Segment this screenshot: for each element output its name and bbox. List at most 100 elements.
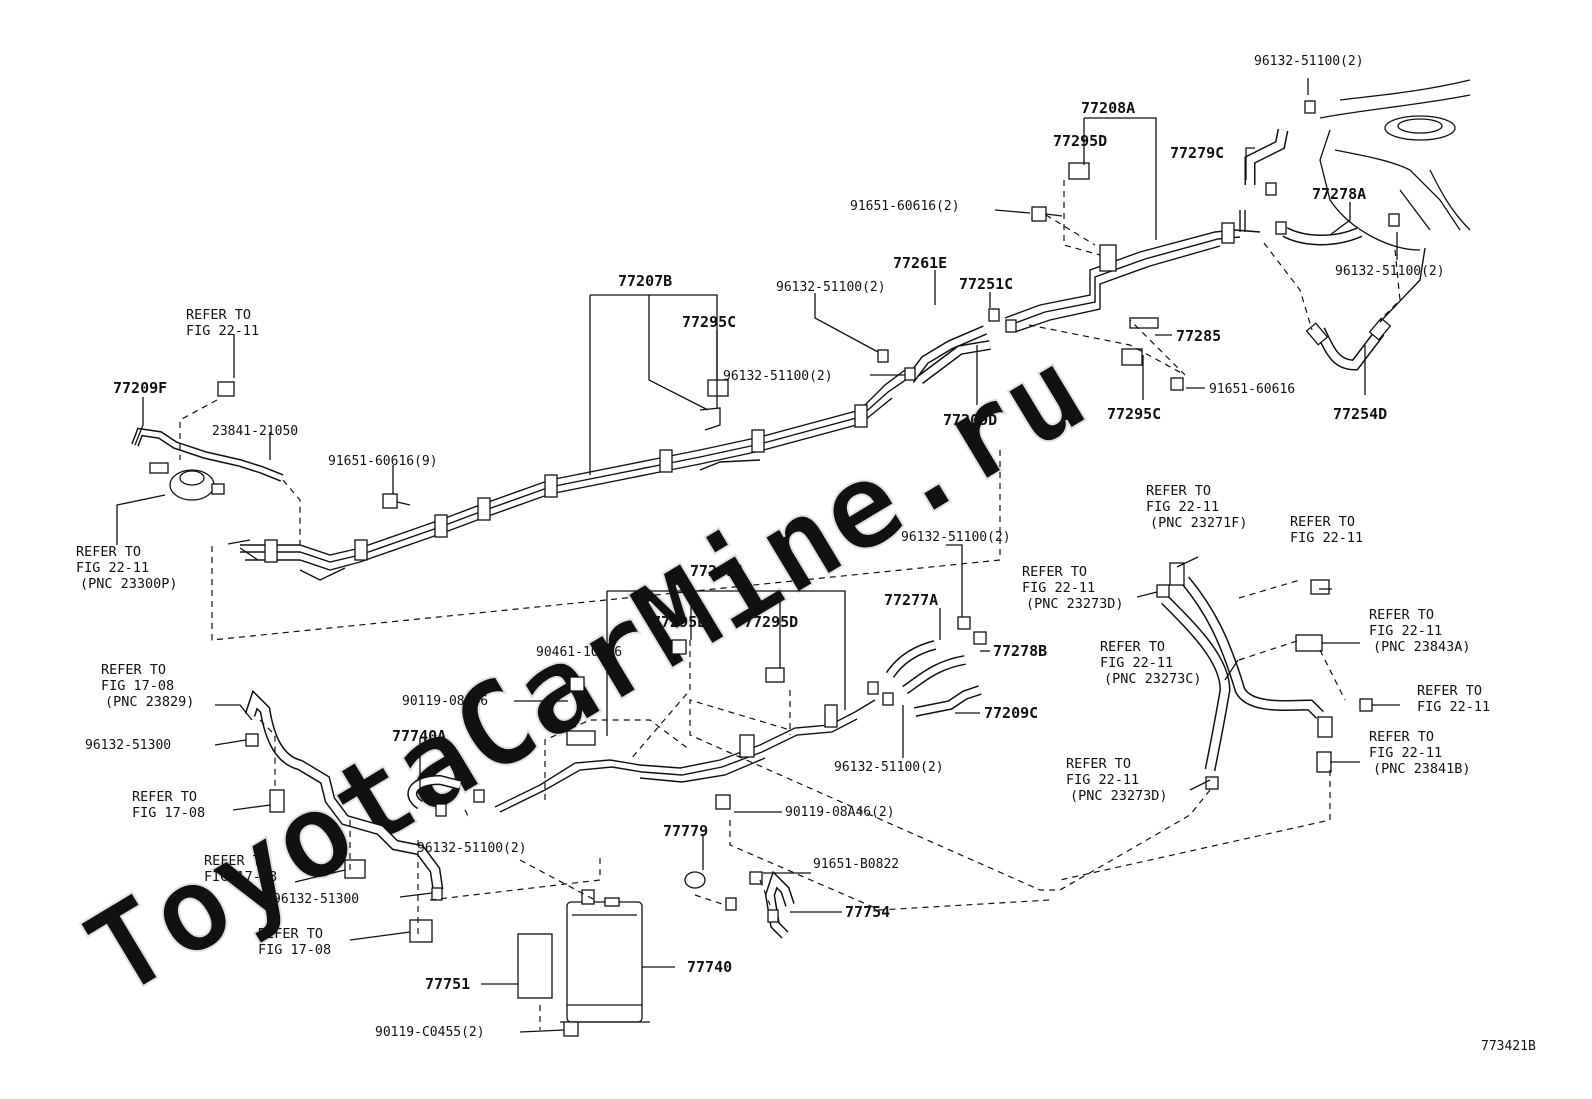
fuel-tank <box>1319 79 1471 251</box>
label-77295C-right: 77295C <box>1107 405 1161 423</box>
label-96132-51100-ctr: 96132-51100(2) <box>901 530 1011 545</box>
clip-77295D-icon <box>765 667 785 683</box>
label-77261E: 77261E <box>893 254 947 272</box>
clip-icon <box>1304 100 1316 114</box>
refer-labels: REFER TO FIG 22-11 REFER TO FIG 22-11 (P… <box>76 307 1490 958</box>
bolt-icon <box>1031 206 1047 222</box>
label-77207B: 77207B <box>618 272 672 290</box>
label-91651-B0822: 91651-B0822 <box>813 857 899 872</box>
label-96132-51100-mid2: 96132-51100(2) <box>723 369 833 384</box>
ref-fig2211-right-b: REFER TO FIG 22-11 <box>1417 683 1490 715</box>
clip-77295C-icon <box>707 379 729 397</box>
ref-fig1708-pnc23829: REFER TO FIG 17-08 (PNC 23829) <box>101 662 194 710</box>
label-96132-51100-right: 96132-51100(2) <box>1335 264 1445 279</box>
ref-fig2211-pnc23271F: REFER TO FIG 22-11 (PNC 23271F) <box>1146 483 1248 531</box>
clamp-icon <box>264 539 278 563</box>
clip-77295C-icon <box>1121 348 1143 366</box>
label-77295D-top: 77295D <box>1053 132 1107 150</box>
label-23841-21050: 23841-21050 <box>212 424 298 439</box>
label-77295E: 77295E <box>652 613 706 631</box>
ref-fig2211-pnc23273D-b: REFER TO FIG 22-11 (PNC 23273D) <box>1066 756 1168 804</box>
bolt-icon <box>382 493 398 509</box>
label-90119-08A46-2: 90119-08A46(2) <box>785 805 895 820</box>
tube-77205A <box>494 639 876 813</box>
clamp-icon <box>354 539 368 561</box>
bolt-icon <box>217 381 235 397</box>
ref-fig2211-top: REFER TO FIG 22-11 <box>186 307 259 339</box>
bracket-77751-icon <box>517 933 553 999</box>
clip-icon <box>877 349 889 363</box>
clamp-icon <box>1099 244 1117 272</box>
left-upper-assembly <box>131 381 411 561</box>
clamp-icon <box>1221 222 1235 244</box>
small-parts-upper <box>699 100 1400 431</box>
label-77279C: 77279C <box>1170 144 1224 162</box>
ref-fig2211-pnc23843A: REFER TO FIG 22-11 (PNC 23843A) <box>1369 607 1471 655</box>
tube-clamps <box>264 222 1235 563</box>
bolt-icon <box>569 676 585 692</box>
label-77205A: 77205A <box>690 562 744 580</box>
clamp-icon <box>544 474 558 498</box>
clip-icon <box>904 367 916 381</box>
label-77295D-low: 77295D <box>744 613 798 631</box>
label-77251C: 77251C <box>959 275 1013 293</box>
label-77278A: 77278A <box>1312 185 1366 203</box>
label-90461-10616: 90461-10616 <box>536 645 622 660</box>
label-96132-51300-b: 96132-51300 <box>273 892 359 907</box>
leader-lines <box>116 78 1400 1033</box>
label-77295C-left: 77295C <box>682 313 736 331</box>
clip-icon <box>1388 213 1400 227</box>
ref-fig2211-pnc23300P: REFER TO FIG 22-11 (PNC 23300P) <box>76 544 178 592</box>
ref-fig1708-c: REFER TO FIG 17-08 <box>258 926 331 958</box>
hose-left-lower <box>244 689 444 943</box>
label-96132-51300-a: 96132-51300 <box>85 738 171 753</box>
part-labels: 77208A 77295D 77279C 96132-51100(2) 7727… <box>85 54 1536 1054</box>
bolt-icon <box>715 794 731 810</box>
ref-fig1708-a: REFER TO FIG 17-08 <box>132 789 205 821</box>
label-77751: 77751 <box>425 975 470 993</box>
bolt-icon <box>749 871 763 885</box>
label-77754: 77754 <box>845 903 890 921</box>
clip-77295D-icon <box>1068 162 1090 180</box>
label-96132-51100-topright: 96132-51100(2) <box>1254 54 1364 69</box>
label-77740A: 77740A <box>392 727 446 745</box>
ref-fig1708-b: REFER TO FIG 17-08 <box>204 853 277 885</box>
label-96132-51100-bot: 96132-51100(2) <box>417 841 527 856</box>
dashed-leaders <box>179 180 1401 1030</box>
clip-icon <box>1265 182 1277 196</box>
clip-icon <box>988 308 1000 322</box>
ref-fig2211-pnc23273C: REFER TO FIG 22-11 (PNC 23273C) <box>1100 639 1202 687</box>
label-77277A: 77277A <box>884 591 938 609</box>
ref-fig2211-pnc23273D-a: REFER TO FIG 22-11 (PNC 23273D) <box>1022 564 1124 612</box>
clip-icon <box>1275 221 1287 235</box>
bolt-icon <box>563 1021 579 1037</box>
canister-77740-icon <box>566 901 643 1023</box>
hoses-upper <box>877 128 1426 384</box>
label-77208A: 77208A <box>1081 99 1135 117</box>
label-77209D: 77209D <box>943 411 997 429</box>
ref-fig2211-right-a: REFER TO FIG 22-11 <box>1290 514 1363 546</box>
label-77254D: 77254D <box>1333 405 1387 423</box>
label-91651-60616-9: 91651-60616(9) <box>328 454 438 469</box>
clip-icon <box>1005 319 1017 333</box>
clamp-icon <box>751 429 765 453</box>
label-77209F: 77209F <box>113 379 167 397</box>
clip-77295E-icon <box>671 639 687 655</box>
label-90119-C0455: 90119-C0455(2) <box>375 1025 485 1040</box>
grommet-77779-icon <box>684 871 706 889</box>
charcoal-canister <box>517 870 795 1037</box>
label-77779: 77779 <box>663 822 708 840</box>
label-90119-08A46: 90119-08A46 <box>402 694 488 709</box>
label-77285: 77285 <box>1176 327 1221 345</box>
bracket-77285-icon <box>1129 317 1159 329</box>
figure-code: 773421B <box>1481 1039 1536 1054</box>
label-91651-60616-2: 91651-60616(2) <box>850 199 960 214</box>
clamp-icon <box>434 514 448 538</box>
label-77209C: 77209C <box>984 704 1038 722</box>
hoses-right <box>1156 562 1373 790</box>
clamp-icon <box>854 404 868 428</box>
bolt-icon <box>1170 377 1184 391</box>
bracket-icon <box>566 730 596 746</box>
label-96132-51100-low: 96132-51100(2) <box>834 760 944 775</box>
